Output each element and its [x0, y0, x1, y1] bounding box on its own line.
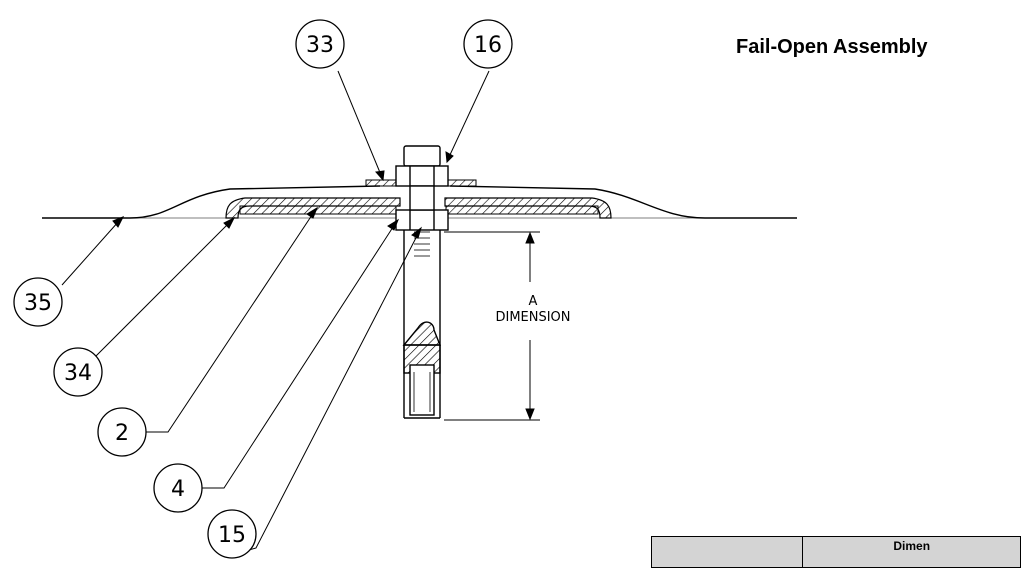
svg-text:2: 2 — [115, 421, 129, 446]
svg-text:35: 35 — [24, 291, 52, 316]
svg-text:33: 33 — [306, 33, 334, 58]
stem-bolt — [402, 185, 442, 419]
svg-text:34: 34 — [64, 361, 92, 386]
callout-16: 16 — [463, 19, 513, 69]
dimension-label-line2: DIMENSION — [495, 310, 570, 325]
svg-text:4: 4 — [171, 477, 185, 502]
callout-35: 35 — [13, 277, 63, 327]
a-dimension-lines — [444, 231, 540, 421]
leader-lines — [61, 70, 490, 557]
callout-34: 34 — [53, 347, 103, 397]
svg-text:15: 15 — [218, 523, 246, 548]
callout-2: 2 — [97, 407, 147, 457]
upper-nut — [395, 145, 449, 187]
callout-4: 4 — [153, 463, 203, 513]
lower-nut — [395, 209, 449, 231]
callout-33: 33 — [295, 19, 345, 69]
callout-15: 15 — [207, 509, 257, 559]
table-header-dimension-cell: Dimen — [802, 536, 1021, 568]
outer-plate — [225, 197, 612, 219]
dimension-table: Dimen — [650, 536, 1021, 568]
dimension-label-line1: A — [529, 294, 538, 309]
table-header-blank-cell — [650, 536, 804, 568]
svg-text:16: 16 — [474, 33, 502, 58]
assembly-title: Fail-Open Assembly — [736, 36, 928, 58]
table-header-row: Dimen — [650, 536, 1021, 568]
